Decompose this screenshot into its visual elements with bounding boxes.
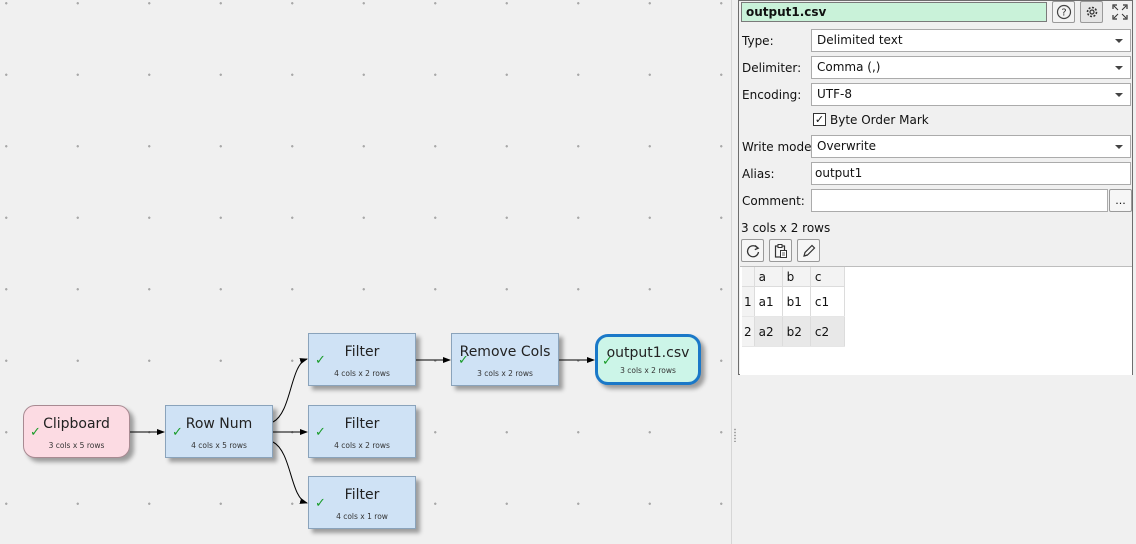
node-title: Clipboard — [43, 416, 110, 432]
node-title: Row Num — [185, 416, 253, 432]
check-icon: ✓ — [315, 496, 326, 511]
write-mode-label: Write mode: — [742, 140, 816, 154]
node-dims: 4 cols x 1 row — [336, 512, 388, 521]
alias-label: Alias: — [742, 167, 775, 181]
splitter-grip[interactable] — [734, 428, 736, 442]
preview-dims: 3 cols x 2 rows — [741, 221, 831, 235]
node-dims: 3 cols x 2 rows — [620, 366, 676, 375]
column-header[interactable]: a — [754, 267, 783, 287]
refresh-icon — [746, 244, 759, 257]
settings-button[interactable] — [1080, 1, 1103, 23]
help-icon: ? — [1056, 4, 1071, 20]
table-cell[interactable]: a2 — [754, 316, 783, 347]
edge-rownum-filter1 — [272, 358, 308, 423]
node-dims: 3 cols x 2 rows — [477, 369, 533, 378]
edge-rownum-filter3 — [272, 441, 308, 504]
write-mode-value: Overwrite — [817, 139, 877, 153]
node-title: Remove Cols — [459, 344, 551, 360]
paste-button[interactable] — [769, 239, 792, 262]
chevron-down-icon — [1115, 145, 1123, 149]
node-title: Filter — [344, 416, 380, 432]
node-name-field[interactable]: output1.csv — [741, 2, 1047, 22]
delimiter-label: Delimiter: — [742, 61, 802, 75]
node-dims: 4 cols x 2 rows — [334, 369, 390, 378]
comment-label: Comment: — [742, 194, 805, 208]
edit-icon — [802, 244, 815, 257]
check-icon: ✓ — [30, 425, 41, 440]
alias-input[interactable]: output1 — [811, 162, 1131, 185]
table-row: 2 a2 b2 c2 — [742, 316, 845, 347]
check-icon: ✓ — [458, 353, 469, 368]
delimiter-select[interactable]: Comma (,) — [811, 56, 1131, 79]
node-title: Filter — [344, 487, 380, 503]
help-button[interactable]: ? — [1052, 1, 1075, 23]
connections — [130, 357, 595, 504]
node-clipboard[interactable]: ✓ Clipboard 3 cols x 5 rows — [23, 405, 130, 458]
bom-checkbox[interactable]: ✓ — [813, 113, 826, 126]
node-filter-1[interactable]: ✓ Filter 4 cols x 2 rows — [308, 333, 416, 386]
preview-grid: a b c 1 a1 b1 c1 2 a2 b2 — [740, 266, 1132, 375]
node-dims: 4 cols x 2 rows — [334, 441, 390, 450]
table-header-row: a b c — [742, 267, 845, 287]
table-cell[interactable]: c2 — [810, 316, 845, 347]
maximize-icon — [1111, 4, 1128, 20]
chevron-down-icon — [1115, 66, 1123, 70]
delimiter-value: Comma (,) — [817, 60, 881, 74]
node-output1-csv[interactable]: ✓ output1.csv 3 cols x 2 rows — [595, 334, 701, 385]
properties-panel: output1.csv ? Type: Delimited text Delim… — [737, 0, 1136, 544]
node-title: Filter — [344, 344, 380, 360]
node-row-num[interactable]: ✓ Row Num 4 cols x 5 rows — [165, 405, 273, 458]
corner-cell — [742, 267, 755, 287]
table-cell[interactable]: b2 — [782, 316, 811, 347]
table-cell[interactable]: c1 — [810, 286, 845, 317]
table-row: 1 a1 b1 c1 — [742, 286, 845, 317]
check-icon: ✓ — [315, 425, 326, 440]
node-remove-cols[interactable]: ✓ Remove Cols 3 cols x 2 rows — [451, 333, 559, 386]
node-dims: 3 cols x 5 rows — [48, 441, 105, 450]
check-icon: ✓ — [315, 353, 326, 368]
column-header[interactable]: b — [782, 267, 811, 287]
table-cell[interactable]: a1 — [754, 286, 783, 317]
bom-label: Byte Order Mark — [830, 113, 929, 127]
node-title: output1.csv — [606, 345, 690, 361]
column-header[interactable]: c — [810, 267, 845, 287]
panel-splitter[interactable] — [731, 0, 737, 544]
check-icon: ✓ — [172, 425, 183, 440]
row-number: 1 — [742, 286, 755, 317]
chevron-down-icon — [1115, 93, 1123, 97]
table-cell[interactable]: b1 — [782, 286, 811, 317]
chevron-down-icon — [1115, 39, 1123, 43]
node-filter-3[interactable]: ✓ Filter 4 cols x 1 row — [308, 476, 416, 529]
workflow-canvas[interactable]: ✓ Clipboard 3 cols x 5 rows ✓ Row Num 4 … — [0, 0, 731, 544]
svg-text:?: ? — [1061, 8, 1066, 19]
check-icon: ✓ — [602, 354, 613, 369]
paste-icon — [774, 243, 787, 258]
type-select[interactable]: Delimited text — [811, 29, 1131, 52]
type-value: Delimited text — [817, 33, 903, 47]
row-number: 2 — [742, 316, 755, 347]
refresh-button[interactable] — [741, 239, 764, 262]
encoding-value: UTF-8 — [817, 87, 852, 101]
node-dims: 4 cols x 5 rows — [191, 441, 247, 450]
encoding-select[interactable]: UTF-8 — [811, 83, 1131, 106]
comment-more-button[interactable]: ... — [1109, 189, 1132, 212]
maximize-button[interactable] — [1108, 1, 1131, 23]
preview-table: a b c 1 a1 b1 c1 2 a2 b2 — [742, 267, 845, 347]
node-filter-2[interactable]: ✓ Filter 4 cols x 2 rows — [308, 405, 416, 458]
comment-input[interactable] — [811, 189, 1108, 212]
encoding-label: Encoding: — [742, 88, 802, 102]
output-properties: output1.csv ? Type: Delimited text Delim… — [738, 0, 1133, 375]
write-mode-select[interactable]: Overwrite — [811, 135, 1131, 158]
type-label: Type: — [742, 34, 774, 48]
edit-button[interactable] — [797, 239, 820, 262]
settings-icon — [1086, 6, 1097, 18]
